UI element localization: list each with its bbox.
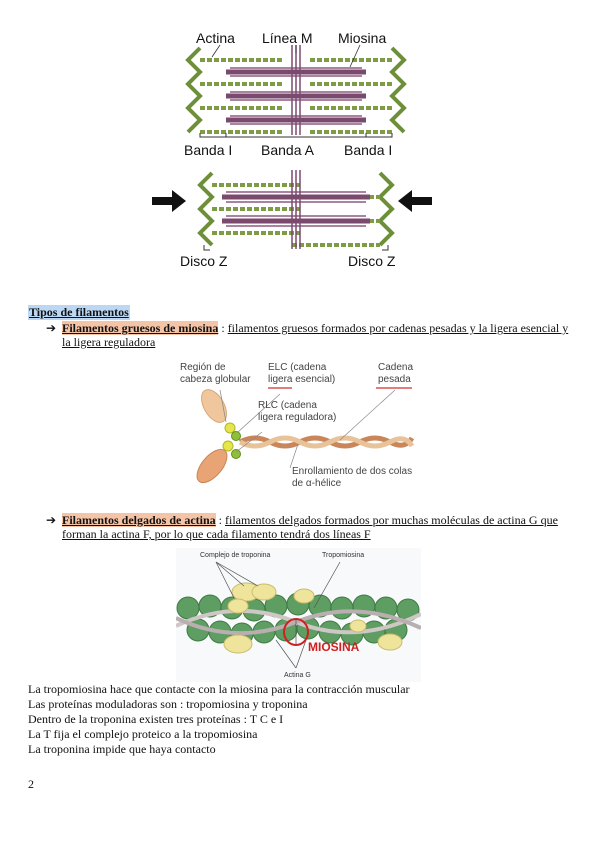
label-enrollamiento-2: de α-hélice (292, 478, 342, 489)
sarcomere-diagram (152, 44, 432, 251)
label-region-cabeza-2: cabeza globular (180, 374, 251, 385)
label-actina: Actina (196, 30, 235, 46)
myosin-diagram (196, 387, 415, 484)
paragraph-2: Las proteínas moduladoras son : tropomio… (28, 697, 308, 711)
paragraph-3: Dentro de la troponina existen tres prot… (28, 712, 284, 726)
myosin-molecule-figure: Región de cabeza globular ELC (cadena li… (180, 356, 425, 496)
thin-filament-diagram (175, 548, 422, 682)
z-disc-contracted-left (197, 171, 215, 247)
paragraph-1: La tropomiosina hace que contacte con la… (28, 682, 410, 696)
label-actina-g: Actina G (284, 672, 311, 679)
z-disc-right (389, 46, 407, 134)
label-disco-z-left: Disco Z (180, 253, 228, 269)
sarcomere-figure: Actina Línea M Miosina Banda I Banda A B… (150, 25, 450, 275)
section-heading: Tipos de filamentos (28, 305, 130, 320)
label-cadena-1: Cadena (378, 362, 414, 373)
paragraph-4: La T fija el complejo proteico a la trop… (28, 727, 258, 741)
z-disc-contracted-right (377, 171, 395, 247)
label-enrollamiento-1: Enrollamiento de dos colas (292, 466, 413, 477)
label-rlc-1: RLC (cadena (258, 400, 317, 411)
desc-thin-filaments: filamentos delgados formados por muchas … (62, 513, 558, 541)
label-elc-2: ligera esencial) (268, 374, 336, 385)
label-elc-1: ELC (cadena (268, 362, 327, 373)
paragraph-5: La troponina impide que haya contacto (28, 742, 216, 756)
label-banda-i-left: Banda I (184, 142, 233, 158)
label-miosina: Miosina (338, 30, 387, 46)
label-tropomiosina: Tropomiosina (322, 552, 365, 559)
thin-filament-figure: Complejo de troponina Tropomiosina MIOSI… (175, 548, 422, 682)
label-cadena-2: pesada (378, 374, 411, 385)
arrow-bullet-icon: ➔ (46, 321, 57, 335)
page-number: 2 (28, 777, 34, 791)
term-thin-filaments: Filamentos delgados de actina (62, 513, 216, 527)
term-thick-filaments: Filamentos gruesos de miosina (62, 321, 219, 335)
myosin-head-upper (201, 389, 227, 423)
label-region-cabeza-1: Región de (180, 362, 226, 373)
myosin-head-lower (196, 448, 228, 484)
relaxed-sarcomere (185, 44, 407, 138)
bullet-thick-filaments: ➔ Filamentos gruesos de miosina : filame… (46, 321, 569, 349)
label-disco-z-right: Disco Z (348, 253, 396, 269)
label-complejo-troponina: Complejo de troponina (200, 552, 271, 559)
desc-thick-filaments: filamentos gruesos formados por cadenas … (62, 321, 569, 349)
label-linea-m: Línea M (262, 30, 313, 46)
label-banda-i-right: Banda I (344, 142, 393, 158)
arrow-right-icon (152, 190, 186, 212)
label-miosina-red: MIOSINA (308, 640, 360, 654)
label-rlc-2: ligera reguladora) (258, 412, 337, 423)
arrow-bullet-icon: ➔ (46, 513, 57, 527)
arrow-left-icon (398, 190, 432, 212)
bullet-thin-filaments: ➔ Filamentos delgados de actina : filame… (46, 513, 558, 541)
contracted-sarcomere (152, 170, 432, 251)
z-disc-left (185, 46, 203, 134)
label-banda-a: Banda A (261, 142, 314, 158)
